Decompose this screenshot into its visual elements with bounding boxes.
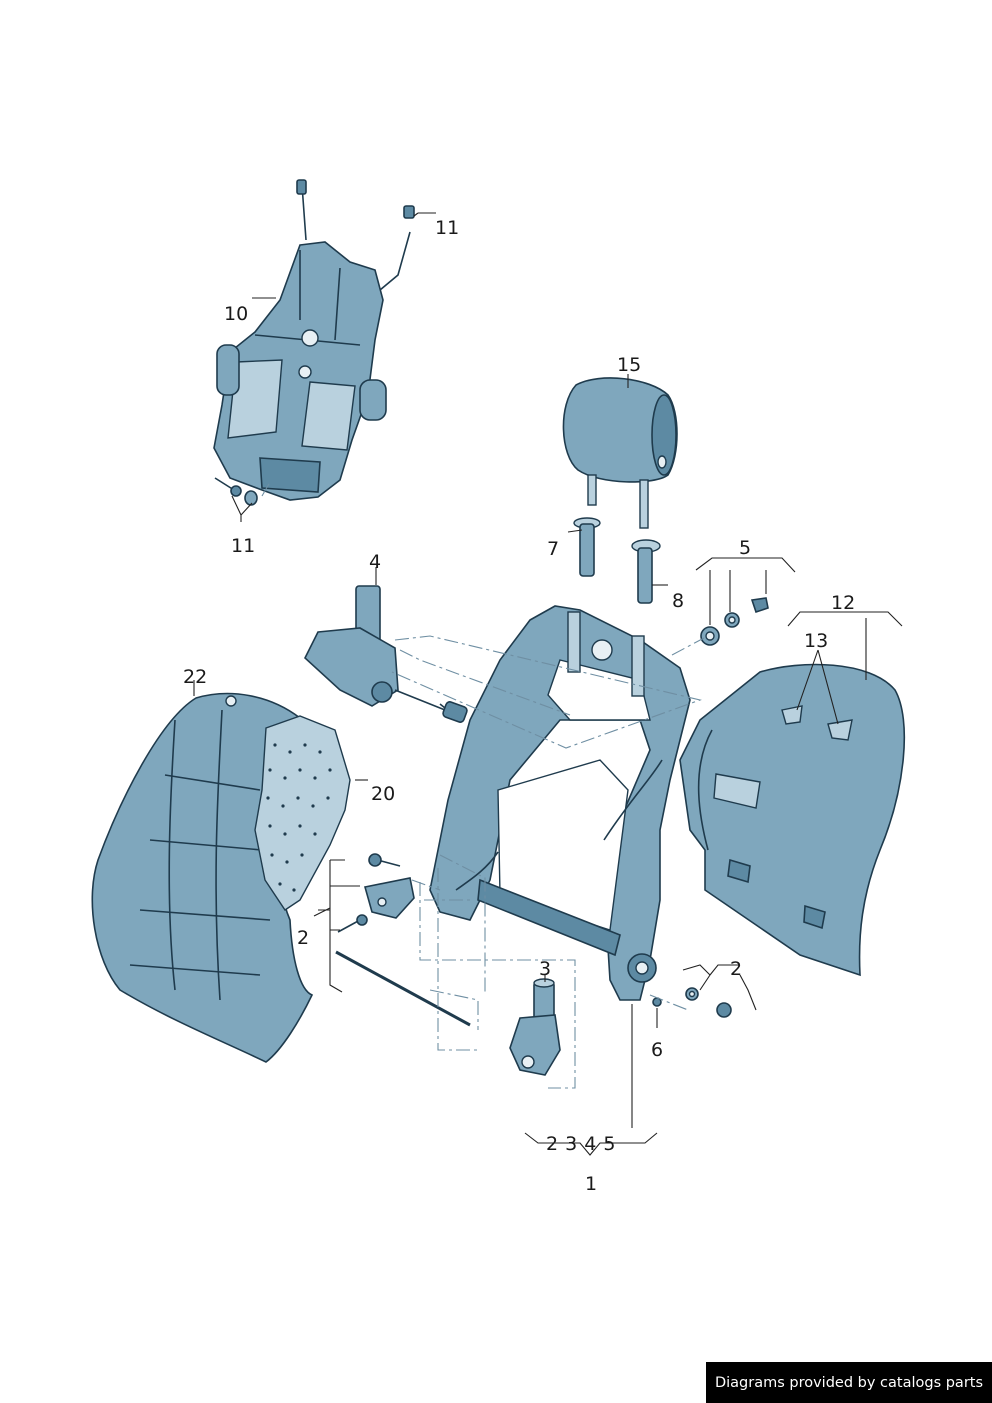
recliner-bracket-3 (509, 978, 561, 1076)
lumbar-support-unit (213, 179, 415, 501)
callout-7: 7 (547, 538, 559, 560)
credit-banner: Diagrams provided by catalogs parts (706, 1362, 992, 1403)
leader-lines (193, 212, 903, 1156)
headrest-guide-8 (631, 539, 661, 604)
callout-20: 20 (371, 783, 395, 805)
rear-panel-12 (679, 663, 906, 977)
callout-set-2-3-4-5: 2 3 4 5 (546, 1133, 616, 1155)
fasteners-2-left (335, 853, 471, 1027)
callout-8: 8 (672, 590, 684, 612)
assembly-dashed-lines (261, 481, 705, 1089)
fasteners-2-right (652, 987, 732, 1018)
screw-and-washer-11 (214, 477, 258, 506)
backrest-frame (429, 605, 691, 1001)
callouts: 11 10 11 15 7 8 5 4 12 13 22 20 2 3 2 6 … (183, 217, 855, 1195)
foam-pad-20 (254, 715, 351, 911)
headrest-guide-7 (573, 517, 601, 577)
callout-12: 12 (831, 592, 855, 614)
callout-11-top: 11 (435, 217, 459, 239)
callout-3: 3 (539, 958, 551, 980)
headrest (562, 377, 678, 529)
callout-2-right: 2 (730, 958, 742, 980)
callout-2-left: 2 (297, 927, 309, 949)
callout-10: 10 (224, 303, 248, 325)
callout-5: 5 (739, 537, 751, 559)
callout-4: 4 (369, 551, 381, 573)
callout-15: 15 (617, 354, 641, 376)
callout-22: 22 (183, 666, 207, 688)
callout-11-bottom: 11 (231, 535, 255, 557)
recliner-motor-4 (304, 585, 468, 723)
callout-6: 6 (651, 1039, 663, 1061)
caps-5 (700, 597, 769, 646)
callout-1: 1 (585, 1173, 597, 1195)
callout-13: 13 (804, 630, 828, 652)
